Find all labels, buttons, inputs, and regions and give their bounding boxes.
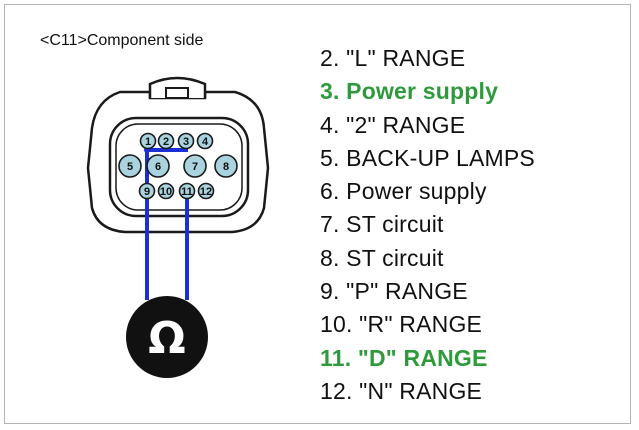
pin-list-item-5: 5. BACK-UP LAMPS (320, 144, 535, 171)
pin-number-2: 2 (163, 136, 169, 148)
component-label: <C11>Component side (40, 32, 204, 49)
pin-list-item-10: 10. "R" RANGE (320, 311, 483, 338)
latch-notch (165, 87, 189, 99)
ohm-symbol-icon: Ω (148, 313, 185, 364)
connector-inner-face (115, 123, 243, 211)
pin-4 (196, 132, 214, 150)
pin-7 (183, 154, 207, 178)
pin-list-item-6: 6. Power supply (320, 178, 487, 205)
pin-list-item-8: 8. ST circuit (320, 244, 444, 271)
pin-list: 2. "L" RANGE 3. Power supply 4. "2" RANG… (320, 42, 535, 408)
pin-3 (177, 132, 195, 150)
pin-list-item-12: 12. "N" RANGE (320, 377, 483, 404)
pin-number-3: 3 (183, 136, 189, 148)
pin-12 (197, 182, 215, 200)
pin-11 (178, 182, 196, 200)
pin-number-11: 11 (181, 186, 193, 198)
pin-number-5: 5 (127, 161, 133, 173)
pin-number-1: 1 (145, 136, 151, 148)
pin-2 (157, 132, 175, 150)
pin-5 (118, 154, 142, 178)
pin-list-item-4: 4. "2" RANGE (320, 111, 466, 138)
pin-10 (157, 182, 175, 200)
pin-number-10: 10 (160, 186, 172, 198)
pin-list-item-7: 7. ST circuit (320, 211, 444, 238)
pin-list-item-11: 11. "D" RANGE (320, 344, 488, 371)
pin-1 (139, 132, 157, 150)
pin-number-7: 7 (192, 161, 198, 173)
pin-number-9: 9 (144, 186, 150, 198)
pin-list-item-3: 3. Power supply (320, 78, 499, 105)
pin-list-item-9: 9. "P" RANGE (320, 278, 468, 305)
pin-number-6: 6 (155, 161, 161, 173)
pin-number-4: 4 (202, 136, 209, 148)
pin-list-item-2: 2. "L" RANGE (320, 45, 466, 71)
pin-6 (146, 154, 170, 178)
pin-9 (138, 182, 156, 200)
pin-number-8: 8 (223, 161, 229, 173)
pin-number-12: 12 (200, 186, 212, 198)
ohmmeter (126, 296, 208, 378)
pin-8 (214, 154, 238, 178)
